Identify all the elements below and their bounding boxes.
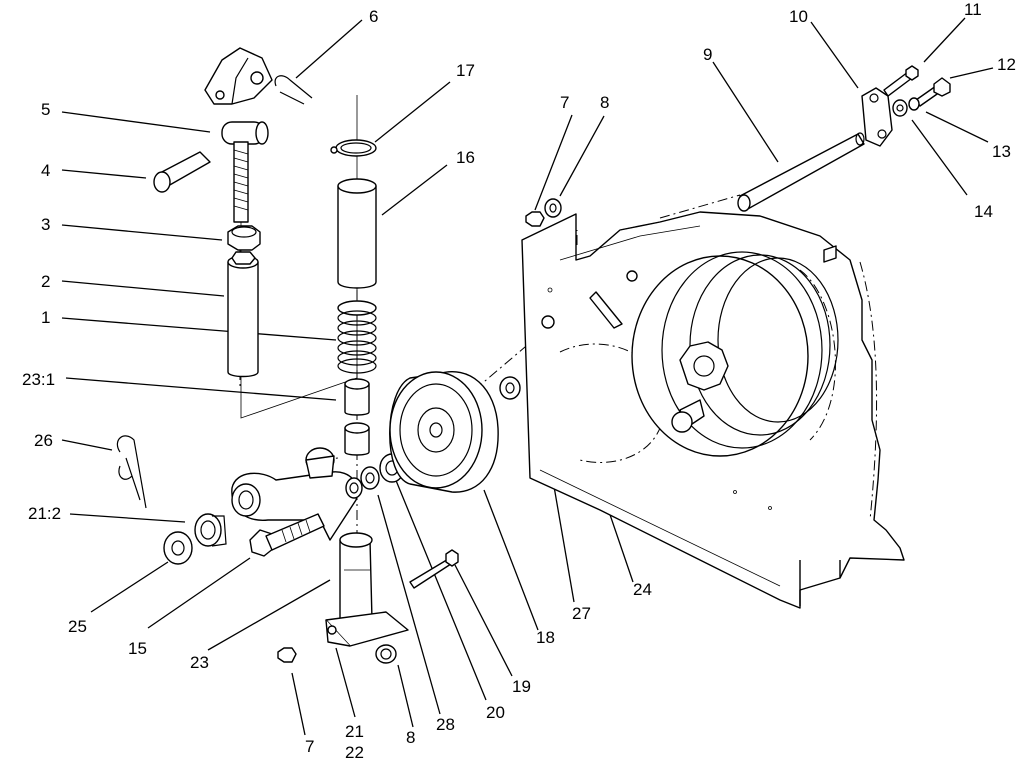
callout-12: 12 (997, 55, 1016, 74)
callout-22: 22 (345, 743, 364, 762)
callout-21-2: 21:2 (28, 504, 61, 523)
part-8-washer-top (544, 198, 562, 218)
callout-labels: 6 17 16 5 4 3 2 1 23:1 26 21:2 25 15 23 … (22, 0, 1016, 762)
part-14-washer (892, 99, 908, 117)
callout-13: 13 (992, 142, 1011, 161)
part-1-spring (337, 300, 377, 374)
callout-15: 15 (128, 639, 147, 658)
part-12-bolt (915, 77, 951, 107)
callout-8-bottom: 8 (406, 728, 415, 747)
part-23-idler-arm (231, 447, 409, 647)
part-10-bracket (861, 87, 893, 147)
part-16-sleeve (337, 178, 377, 289)
callout-2: 2 (41, 272, 50, 291)
part-19-bolt (409, 549, 459, 589)
callout-25: 25 (68, 617, 87, 636)
callout-16: 16 (456, 148, 475, 167)
callout-8-top: 8 (600, 93, 609, 112)
part-28-washer (345, 477, 363, 499)
part-23-1-bushing (344, 378, 370, 416)
part-8-spring-bottom (375, 644, 397, 664)
callout-23-1: 23:1 (22, 370, 55, 389)
part-11-screw (883, 65, 919, 97)
callout-5: 5 (41, 100, 50, 119)
callout-18: 18 (536, 628, 555, 647)
callout-3: 3 (41, 215, 50, 234)
part-6-hairpin (274, 75, 313, 105)
part-27-washer (499, 376, 521, 400)
part-20-washer (360, 466, 380, 490)
callout-27: 27 (572, 604, 591, 623)
part-7-nut-top (525, 211, 545, 227)
callout-17: 17 (456, 61, 475, 80)
callout-9: 9 (703, 45, 712, 64)
callout-23: 23 (190, 653, 209, 672)
part-5-spring-rod (221, 121, 269, 223)
part-7-nut-bottom (277, 647, 297, 663)
callout-6: 6 (369, 7, 378, 26)
part-18-idler-pulley (389, 371, 499, 493)
part-21-2-flange-bushing (194, 513, 227, 547)
part-26-hairpin (116, 435, 147, 509)
part-15-bolt (249, 513, 325, 557)
part-23-upper-bushing (344, 422, 370, 456)
part-3-nut (227, 225, 261, 251)
part-6-clevis-bracket (204, 47, 273, 105)
callout-10: 10 (789, 7, 808, 26)
part-4-clevis-pin (153, 151, 211, 193)
belt-cover-housing (521, 211, 905, 609)
callout-26: 26 (34, 431, 53, 450)
callout-7-top: 7 (560, 93, 569, 112)
callout-28: 28 (436, 715, 455, 734)
callout-20: 20 (486, 703, 505, 722)
part-13-lockwasher (908, 97, 920, 111)
part-25-washer (163, 531, 193, 565)
callout-7-bottom: 7 (305, 737, 314, 756)
part-2-tube (227, 251, 259, 378)
callout-19: 19 (512, 677, 531, 696)
callout-11: 11 (964, 0, 982, 19)
callout-1: 1 (41, 308, 50, 327)
part-9-shaft (737, 132, 865, 212)
callout-24: 24 (633, 580, 652, 599)
callout-4: 4 (41, 161, 50, 180)
callout-14: 14 (974, 202, 993, 221)
callout-21: 21 (345, 722, 364, 741)
part-17-snap-ring (330, 139, 377, 157)
